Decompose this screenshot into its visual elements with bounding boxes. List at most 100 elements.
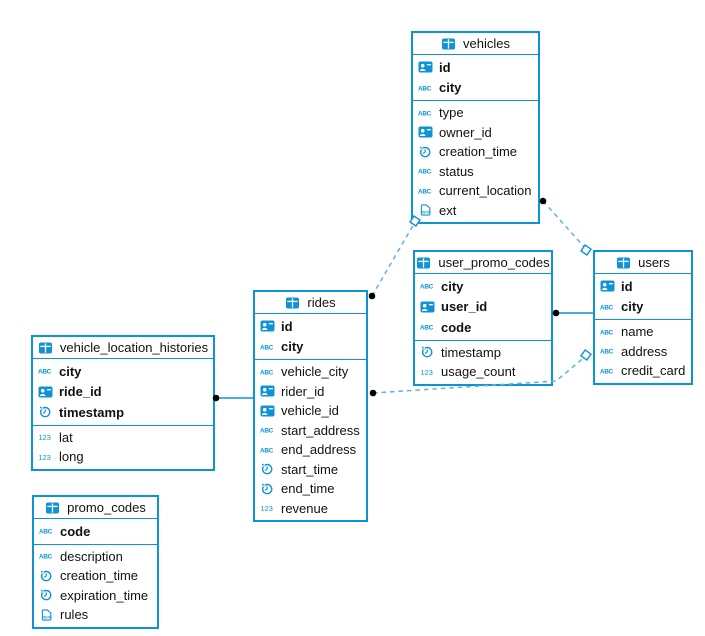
column-label: city [59,363,82,379]
column-row-id[interactable]: id [255,316,366,337]
svg-text:ABC: ABC [260,447,274,454]
column-row-start_time[interactable]: start_time [255,460,366,480]
column-label: long [59,449,84,465]
table-header[interactable]: users [595,252,691,274]
id-badge-icon [600,280,617,292]
column-row-ride_id[interactable]: ride_id [33,382,213,403]
text-type-icon: ABC [260,366,277,378]
text-type-icon: ABC [260,424,277,436]
column-label: start_time [281,461,339,477]
column-label: city [439,80,462,96]
svg-text:ABC: ABC [418,169,432,176]
text-type-icon: ABC [418,82,435,94]
number-type-icon: 123 [420,366,437,378]
text-type-icon: ABC [38,365,55,377]
column-row-city[interactable]: ABC city [33,361,213,382]
table-header[interactable]: rides [255,292,366,314]
text-type-icon: ABC [418,107,435,119]
column-label: start_address [281,422,360,438]
table-header[interactable]: vehicle_location_histories [33,337,213,359]
column-row-user_id[interactable]: user_id [415,297,551,318]
column-row-owner_id[interactable]: owner_id [413,123,538,143]
column-label: end_time [281,481,335,497]
svg-text:ABC: ABC [260,344,274,351]
table-icon [285,297,302,309]
text-type-icon: ABC [600,365,617,377]
column-label: name [621,324,654,340]
column-label: id [439,59,451,75]
id-badge-icon [260,385,277,397]
column-row-id[interactable]: id [595,276,691,297]
column-row-id[interactable]: id [413,57,538,78]
column-label: owner_id [439,124,492,140]
table-name: rides [307,295,336,310]
column-row-vehicle_id[interactable]: vehicle_id [255,401,366,421]
svg-text:ABC: ABC [420,325,434,332]
column-label: usage_count [441,364,516,380]
text-type-icon: ABC [600,345,617,357]
table-header[interactable]: promo_codes [34,497,157,519]
svg-text:ABC: ABC [420,284,434,291]
column-row-start_address[interactable]: ABC start_address [255,421,366,441]
json-type-icon: JSON [39,609,56,621]
column-row-timestamp[interactable]: timestamp [415,343,551,363]
column-row-long[interactable]: 123 long [33,447,213,467]
column-label: rider_id [281,383,325,399]
json-type-icon: JSON [418,204,435,216]
column-row-end_time[interactable]: end_time [255,479,366,499]
id-badge-icon [420,301,437,313]
column-row-timestamp[interactable]: timestamp [33,402,213,423]
svg-text:JSON: JSON [42,615,52,619]
text-type-icon: ABC [260,444,277,456]
text-type-icon: ABC [418,165,435,177]
column-row-rider_id[interactable]: rider_id [255,382,366,402]
svg-text:ABC: ABC [418,85,432,92]
table-header[interactable]: user_promo_codes [415,252,551,274]
text-type-icon: ABC [39,550,56,562]
column-row-creation_time[interactable]: creation_time [413,142,538,162]
svg-text:ABC: ABC [600,304,614,311]
table-header[interactable]: vehicles [413,33,538,55]
number-type-icon: 123 [38,451,55,463]
column-label: type [439,105,464,121]
column-row-creation_time[interactable]: creation_time [34,566,157,586]
columns-section: timestamp 123 usage_count [415,341,551,384]
column-row-expiration_time[interactable]: expiration_time [34,586,157,606]
column-label: id [281,318,293,334]
table-name: users [638,255,670,270]
column-row-city[interactable]: ABC city [413,78,538,99]
table-name: vehicles [463,36,510,51]
column-row-type[interactable]: ABC type [413,103,538,123]
column-row-usage_count[interactable]: 123 usage_count [415,362,551,382]
svg-text:ABC: ABC [418,188,432,195]
